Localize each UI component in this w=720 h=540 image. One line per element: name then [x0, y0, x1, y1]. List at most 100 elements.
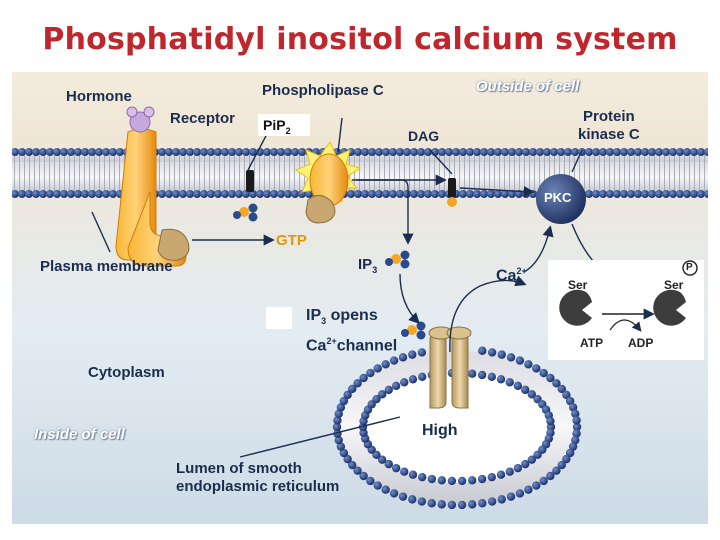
lipid-head: [690, 148, 698, 156]
lipid-head: [571, 409, 580, 419]
lipid-head: [473, 190, 481, 198]
lipid-head: [417, 148, 425, 156]
lipid-head: [683, 190, 691, 198]
lipid-head: [46, 190, 54, 198]
lipid-head: [501, 148, 509, 156]
lipid-head: [353, 379, 362, 388]
lipid-head: [382, 148, 390, 156]
lipid-head: [53, 148, 61, 156]
lipid-head: [487, 190, 495, 198]
lipid-head: [457, 500, 467, 510]
lipid-head: [477, 370, 487, 380]
dag-label: DAG: [408, 128, 440, 144]
lipid-head: [12, 190, 19, 198]
lipid-head: [536, 148, 544, 156]
lipid-head: [186, 148, 194, 156]
er-lumen: [332, 346, 582, 510]
lipid-head: [613, 190, 621, 198]
lipid-head: [403, 148, 411, 156]
lipid-head: [676, 190, 684, 198]
pathway-diagram: [12, 106, 708, 510]
lipid-head: [634, 148, 642, 156]
lipid-head: [398, 492, 408, 501]
lipid-head: [562, 454, 571, 464]
lipid-head: [417, 190, 425, 198]
lipid-head: [641, 148, 649, 156]
lipid-head: [662, 148, 670, 156]
lipid-head: [585, 148, 593, 156]
lipid-head: [564, 148, 572, 156]
lipid-head: [513, 463, 523, 473]
lipid-head: [648, 148, 656, 156]
phosphate-label: P: [686, 262, 693, 273]
lipid-head: [539, 476, 548, 486]
lipid-head: [447, 476, 457, 486]
lipid-head: [527, 455, 537, 464]
ser-left-label: Ser: [568, 278, 588, 292]
lipid-head: [221, 190, 229, 198]
lipid-head: [389, 356, 399, 365]
lipid-head: [116, 148, 124, 156]
lipid-head: [568, 403, 578, 412]
lipid-head: [228, 190, 236, 198]
lipid-head: [473, 148, 481, 156]
lipid-head: [697, 148, 705, 156]
lipid-head: [437, 476, 446, 485]
lipid-head: [186, 190, 194, 198]
phosphate-icon: [682, 260, 698, 276]
lipid-head: [445, 148, 453, 156]
lipid-head: [572, 422, 582, 432]
lipid-head: [410, 190, 418, 198]
lipid-head: [377, 455, 387, 464]
lipid-head: [39, 148, 47, 156]
lipid-head: [403, 190, 411, 198]
lipid-head: [496, 470, 506, 479]
lipid-head: [368, 190, 376, 198]
lipid-head: [648, 190, 656, 198]
lipid-head: [506, 353, 516, 362]
lipid-head: [669, 148, 677, 156]
lipid-head: [457, 476, 467, 486]
lipid-head: [263, 148, 271, 156]
hormone-molecule: [126, 106, 155, 133]
lipid-head: [354, 190, 362, 198]
lipid-head: [487, 372, 496, 382]
lipid-head: [368, 148, 376, 156]
lipid-head: [74, 190, 82, 198]
lipid-head: [532, 481, 541, 490]
lipid-head: [690, 190, 698, 198]
lipid-head: [620, 148, 628, 156]
lipid-head: [418, 372, 427, 382]
lipid-head: [508, 148, 516, 156]
lipid-head: [627, 190, 635, 198]
lipid-head: [501, 190, 509, 198]
lipid-head: [452, 148, 460, 156]
lipid-head: [207, 148, 215, 156]
lipid-head: [396, 190, 404, 198]
gtp-label: GTP: [276, 232, 307, 249]
lipid-head: [359, 471, 368, 481]
lipid-head: [249, 148, 257, 156]
calcium-channel: [428, 326, 472, 409]
lipid-head: [366, 476, 375, 486]
lipid-head: [263, 190, 271, 198]
lipid-head: [546, 471, 555, 481]
lipid-head: [478, 346, 487, 355]
lipid-head: [508, 190, 516, 198]
dag-lipid: [448, 178, 456, 198]
lipid-head: [521, 385, 530, 395]
lipid-head: [669, 190, 677, 198]
lipid-head: [487, 497, 497, 506]
lipid-head: [627, 148, 635, 156]
lipid-head: [565, 396, 575, 406]
lipid-head: [158, 190, 166, 198]
lipid-head: [468, 476, 477, 485]
lipid-head: [524, 360, 533, 369]
lipid-head: [291, 190, 299, 198]
lipid-head: [354, 148, 362, 156]
lipid-head: [32, 148, 40, 156]
lipid-head: [571, 148, 579, 156]
lipid-head: [400, 378, 409, 387]
lipid-head: [497, 495, 506, 504]
lipid-head: [487, 148, 495, 156]
